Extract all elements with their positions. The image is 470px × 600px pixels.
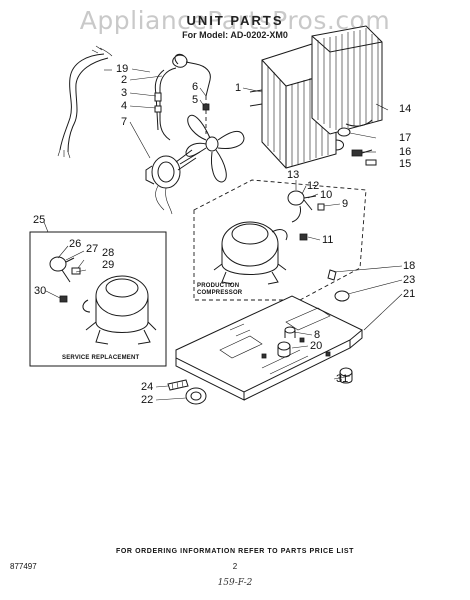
diagram-title: UNIT PARTS	[186, 13, 284, 28]
callout-15: 15	[399, 158, 412, 170]
wire-harness-part	[57, 45, 113, 159]
production-compressor-box	[193, 179, 367, 301]
callout-18: 18	[403, 260, 416, 272]
callout-23: 23	[403, 274, 416, 286]
capillary-tube-part	[154, 53, 211, 141]
watermark: AppliancePartsPros.com	[79, 6, 391, 35]
callout-1: 1	[235, 82, 242, 94]
document-number: 877497	[10, 562, 37, 571]
handwritten-note: 159-F-2	[217, 578, 253, 588]
bolt-part	[167, 379, 189, 391]
callout-16: 16	[399, 146, 412, 158]
leader-lines	[43, 68, 403, 401]
callout-24: 24	[141, 381, 154, 393]
callout-4: 4	[121, 100, 128, 112]
callout-21: 21	[403, 288, 416, 300]
service-box-label: SERVICE REPLACEMENT	[62, 355, 140, 361]
callout-6: 6	[192, 81, 199, 93]
fan-motor-part	[145, 149, 201, 215]
callout-26: 26	[69, 238, 82, 250]
roller-part	[185, 387, 207, 405]
fan-blade-part	[185, 96, 245, 183]
screw-right-part	[327, 269, 350, 302]
base-pan-part	[175, 295, 363, 401]
foot-part	[339, 367, 353, 384]
model-subtitle: For Model: AD-0202-XM0	[182, 30, 288, 40]
mount-grommet-part	[277, 326, 296, 358]
callout-22: 22	[141, 394, 154, 406]
callout-13: 13	[287, 169, 300, 181]
callout-31: 31	[336, 373, 349, 385]
callout-12: 12	[307, 180, 320, 192]
callout-7: 7	[121, 116, 128, 128]
ordering-footer: FOR ORDERING INFORMATION REFER TO PARTS …	[115, 548, 355, 555]
callout-19: 19	[116, 63, 129, 75]
callout-9: 9	[342, 198, 349, 210]
callout-17: 17	[399, 132, 412, 144]
callout-14: 14	[399, 103, 412, 115]
service-replacement-box	[29, 231, 167, 367]
production-box-label-line1: PRODUCTION	[197, 283, 240, 289]
callout-25: 25	[33, 214, 46, 226]
callout-20: 20	[310, 340, 323, 352]
callout-27: 27	[86, 243, 99, 255]
callout-2: 2	[121, 74, 128, 86]
production-box-label-line2: COMPRESSOR	[197, 290, 243, 296]
callout-11: 11	[322, 234, 334, 246]
callout-8: 8	[314, 329, 321, 341]
callout-10: 10	[320, 189, 333, 201]
evaporator-coil-part	[311, 25, 383, 135]
callout-29: 29	[102, 259, 115, 271]
callout-30: 30	[34, 285, 47, 297]
page-number: 2	[232, 562, 238, 571]
callout-28: 28	[102, 247, 115, 259]
callout-5: 5	[192, 94, 199, 106]
callout-3: 3	[121, 87, 128, 99]
